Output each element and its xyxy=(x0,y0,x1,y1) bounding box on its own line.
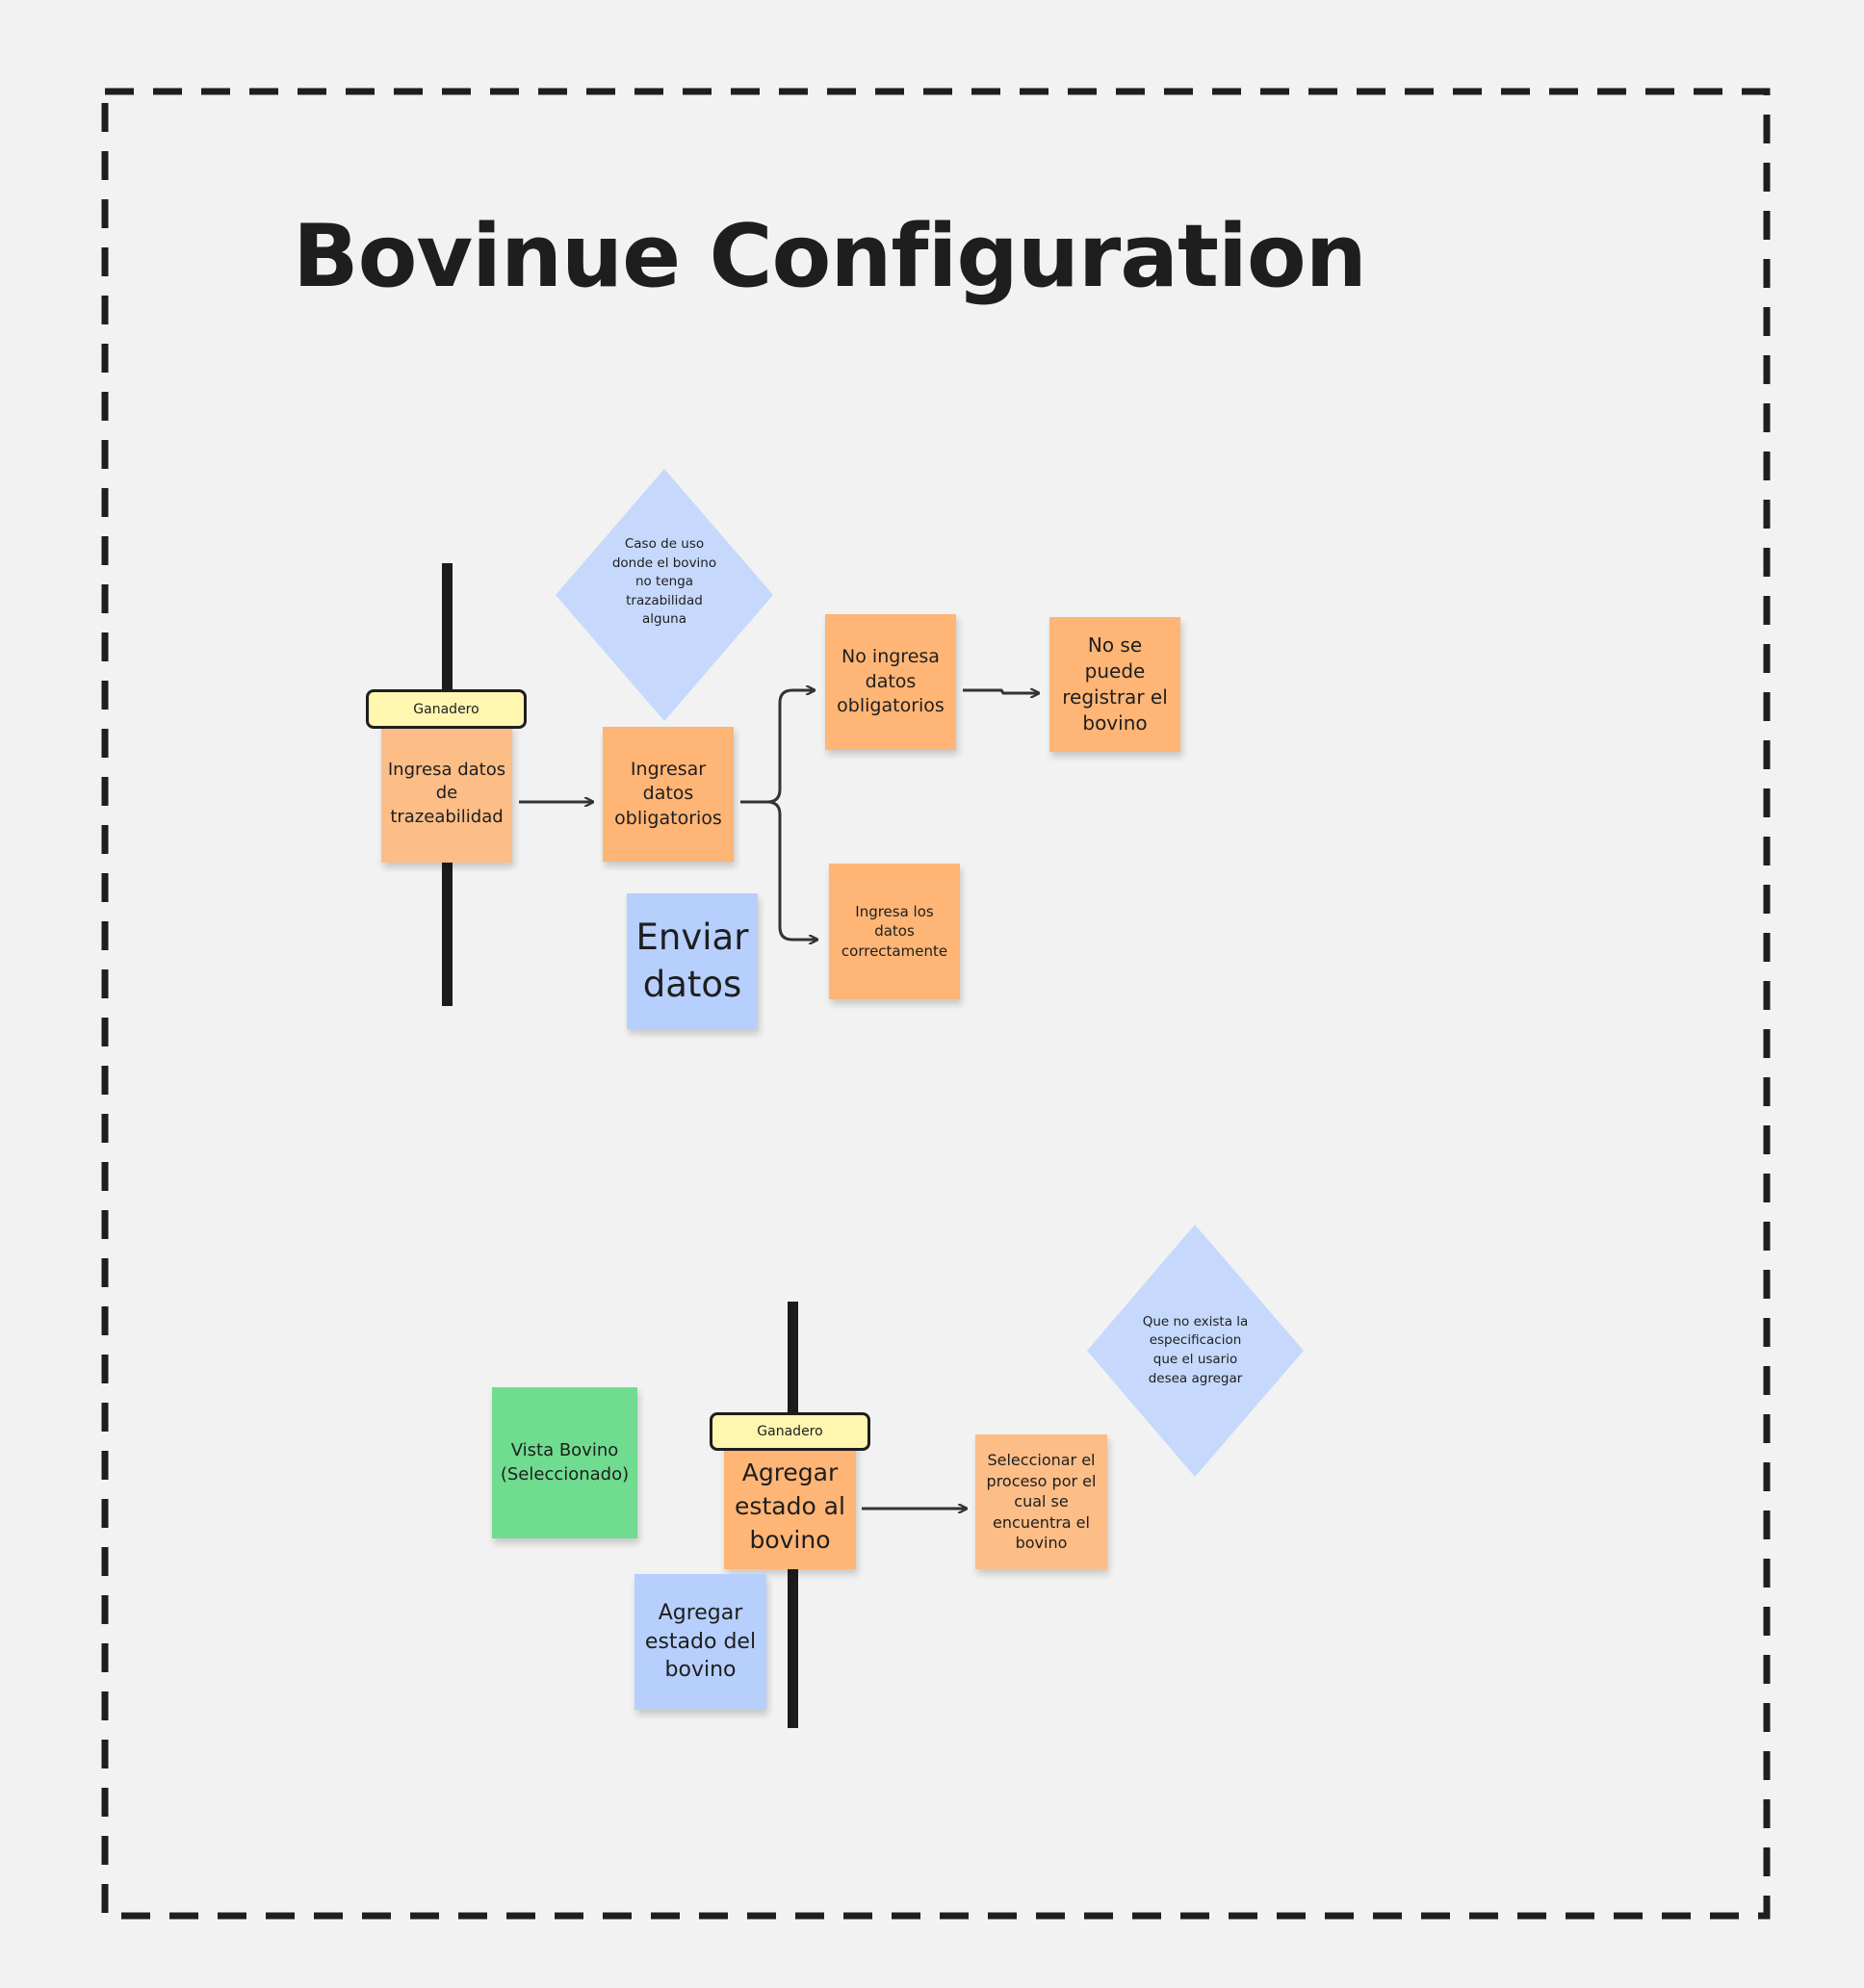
sticky-note-ingresa-correctamente[interactable]: Ingresa los datos correctamente xyxy=(829,864,960,999)
sticky-note-no-registrar[interactable]: No se puede registrar el bovino xyxy=(1049,617,1180,752)
sticky-note-agregar-estado[interactable]: Agregar estado al bovino xyxy=(724,1434,856,1569)
actor-label: Ganadero xyxy=(413,701,479,717)
sticky-note-ingresar-obligatorios[interactable]: Ingresar datos obligatorios xyxy=(603,727,734,862)
arrow-obligatorios-to-no-ingresa[interactable] xyxy=(740,690,814,804)
decision-diamond[interactable]: Que no exista la especificacion que el u… xyxy=(1087,1225,1304,1477)
actor-label: Ganadero xyxy=(757,1424,823,1439)
note-text: Enviar datos xyxy=(635,917,749,1005)
decision-diamond[interactable]: Caso de uso donde el bovino no tenga tra… xyxy=(556,469,773,721)
note-text: Vista Bovino (Seleccionado) xyxy=(500,1440,630,1485)
diamond-label: Que no exista la especificacion que el u… xyxy=(1142,1313,1249,1386)
note-text: No ingresa datos obligatorios xyxy=(837,646,945,717)
arrow-obligatorios-to-correctamente[interactable] xyxy=(766,800,816,940)
note-text: Ingresa los datos correctamente xyxy=(841,903,948,960)
note-text: No se puede registrar el bovino xyxy=(1062,633,1168,735)
note-text: Agregar estado del bovino xyxy=(644,1600,757,1683)
sticky-note-seleccionar-proceso[interactable]: Seleccionar el proceso por el cual se en… xyxy=(975,1434,1107,1569)
diamond-label: Caso de uso donde el bovino no tenga tra… xyxy=(611,536,717,628)
sticky-note-ingresa-trazeabilidad[interactable]: Ingresa datos de trazeabilidad xyxy=(381,725,512,863)
note-text: Ingresar datos obligatorios xyxy=(614,758,722,829)
sticky-note-agregar-estado-bovino[interactable]: Agregar estado del bovino xyxy=(634,1574,766,1710)
arrow-no-ingresa-to-no-registrar[interactable] xyxy=(963,690,1038,693)
actor-tag[interactable]: Ganadero xyxy=(366,689,527,729)
note-text: Agregar estado al bovino xyxy=(735,1458,845,1554)
board-title[interactable]: Bovinue Configuration xyxy=(293,206,1367,307)
sticky-note-enviar-datos[interactable]: Enviar datos xyxy=(627,893,758,1029)
actor-tag[interactable]: Ganadero xyxy=(710,1412,870,1451)
sticky-note-no-ingresa[interactable]: No ingresa datos obligatorios xyxy=(825,614,956,750)
note-text: Seleccionar el proceso por el cual se en… xyxy=(986,1451,1097,1553)
sticky-note-vista-bovino[interactable]: Vista Bovino (Seleccionado) xyxy=(492,1387,637,1538)
note-text: Ingresa datos de trazeabilidad xyxy=(387,760,506,827)
